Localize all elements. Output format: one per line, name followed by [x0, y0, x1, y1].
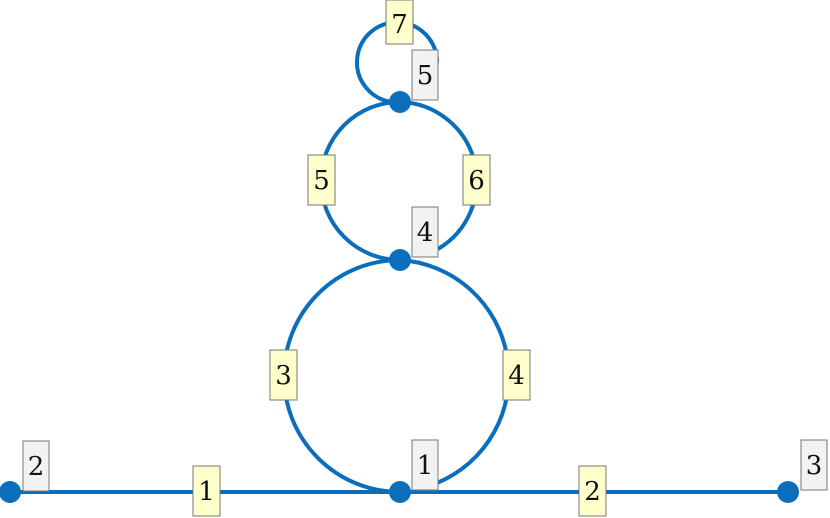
edge-label-1: 1: [192, 465, 221, 517]
vertex-label-1: 1: [411, 439, 439, 491]
vertex-label-5: 5: [411, 49, 439, 101]
edge-7: [355, 20, 439, 104]
vertex-label-4: 4: [411, 206, 439, 258]
edge-label-6: 6: [462, 154, 491, 206]
edge-3: [282, 258, 401, 494]
edge-label-2: 2: [578, 465, 607, 517]
vertex-4: [389, 249, 411, 271]
vertex-1: [389, 481, 411, 503]
svg-text:3: 3: [806, 451, 823, 481]
svg-text:4: 4: [417, 218, 434, 248]
edge-label-3: 3: [269, 349, 298, 401]
svg-text:3: 3: [275, 361, 292, 391]
vertex-5: [389, 91, 411, 113]
svg-text:5: 5: [417, 61, 434, 91]
svg-text:7: 7: [391, 10, 408, 40]
edge-label-7: 7: [385, 0, 414, 45]
svg-text:1: 1: [417, 451, 434, 481]
svg-text:4: 4: [508, 361, 525, 391]
svg-text:6: 6: [468, 166, 485, 196]
svg-text:2: 2: [584, 477, 601, 507]
svg-text:2: 2: [28, 452, 45, 482]
vertex-label-2: 2: [22, 440, 50, 492]
vertex-2: [0, 481, 21, 503]
svg-text:1: 1: [198, 477, 215, 507]
vertex-3: [777, 481, 799, 503]
svg-text:5: 5: [313, 166, 330, 196]
edge-label-4: 4: [502, 349, 531, 401]
vertex-label-3: 3: [800, 439, 828, 491]
edge-label-5: 5: [307, 154, 336, 206]
